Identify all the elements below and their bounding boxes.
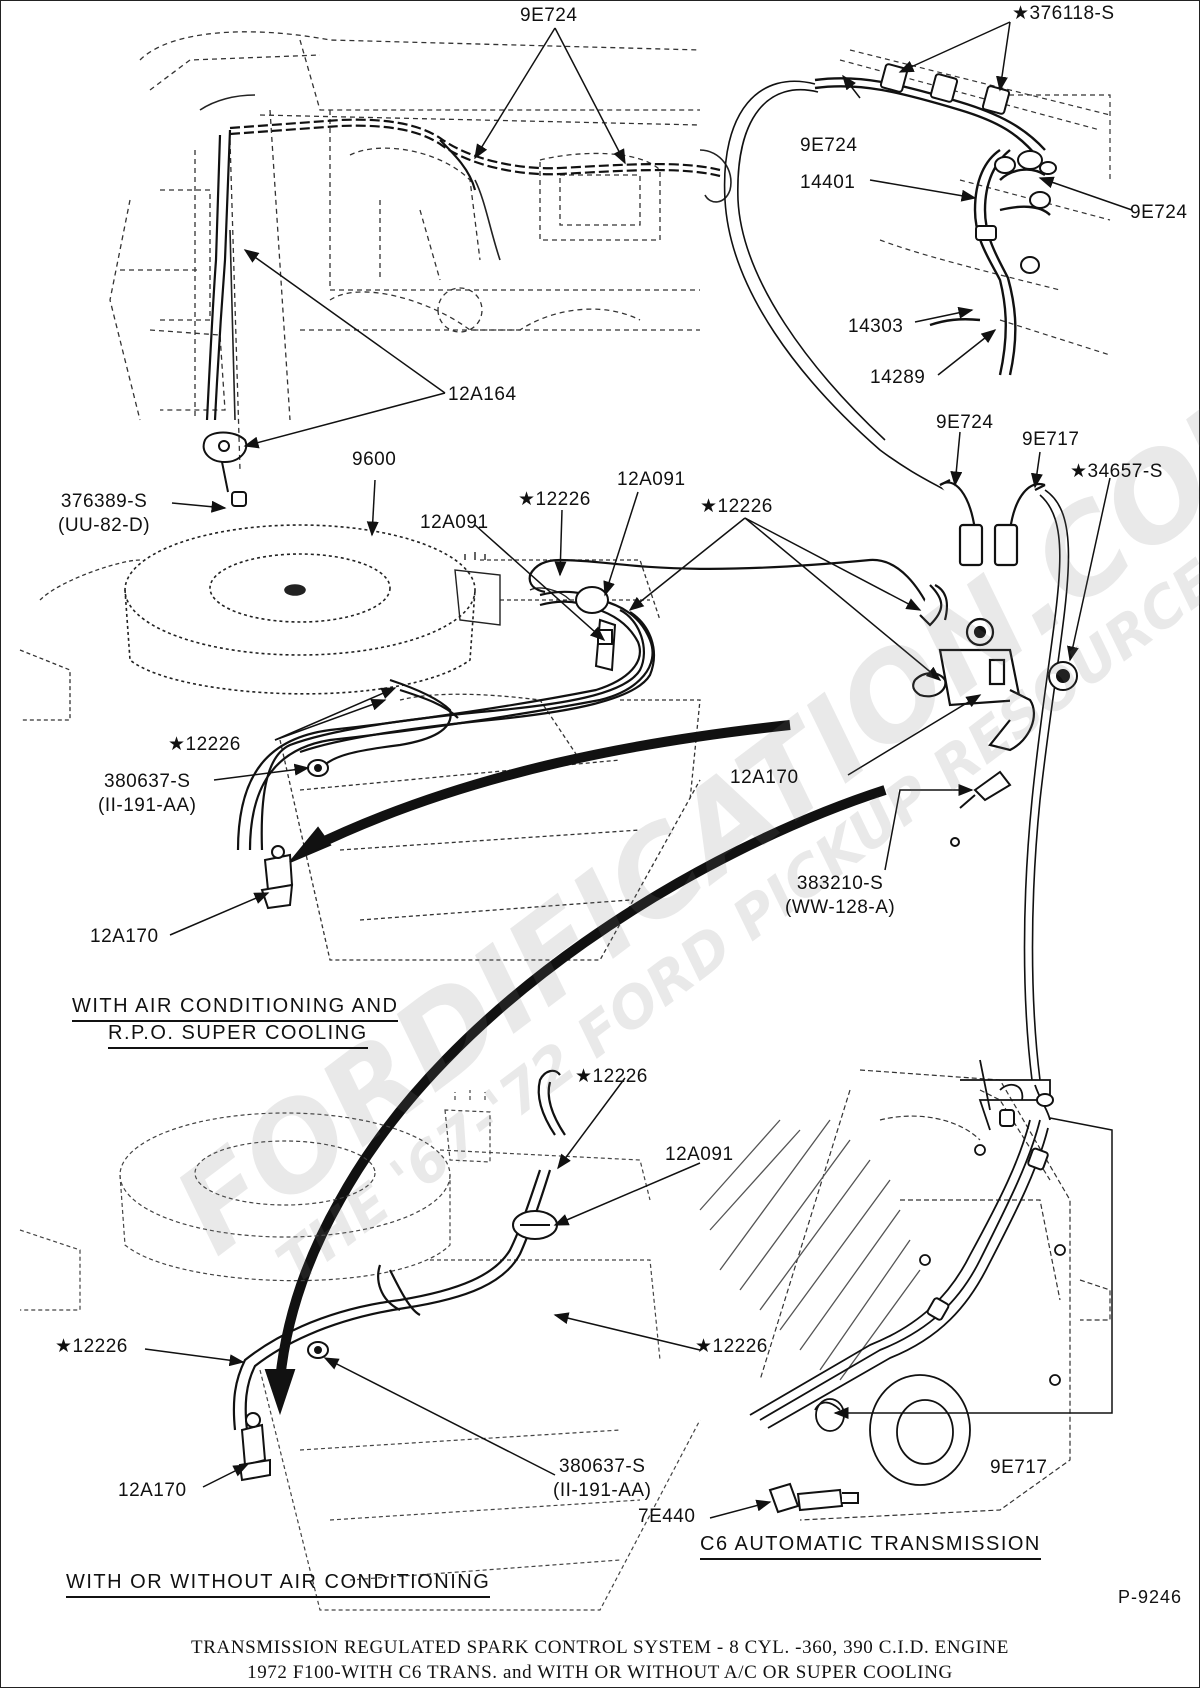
transmission-fittings	[926, 1093, 1054, 1321]
fitting-380637-lower	[307, 1341, 329, 1359]
label-12226-d: ★12226	[575, 1066, 648, 1087]
lower-spark-switch-12a170	[238, 1412, 271, 1482]
label-7e440: 7E440	[638, 1506, 696, 1527]
cowl-firewall-sketch	[109, 31, 701, 471]
caption-line1: TRANSMISSION REGULATED SPARK CONTROL SYS…	[191, 1637, 1009, 1658]
clip-34657-s	[1048, 661, 1078, 691]
section-title-no-ac: WITH OR WITHOUT AIR CONDITIONING	[66, 1571, 491, 1598]
label-12a170-b: 12A170	[90, 926, 159, 947]
caption-line2: 1972 F100-WITH C6 TRANS. and WITH OR WIT…	[247, 1662, 953, 1683]
harness-sketch	[839, 49, 1111, 356]
wire-9e717	[1023, 489, 1070, 1081]
label-12226-e: ★12226	[55, 1336, 128, 1357]
label-9e724-top: 9E724	[520, 5, 578, 26]
section-title-c6-transmission: C6 AUTOMATIC TRANSMISSION	[700, 1533, 1041, 1560]
upper-valve-12a091	[575, 586, 617, 672]
label-12a170-c: 12A170	[118, 1480, 187, 1501]
label-9e724-right-1: 9E724	[800, 135, 858, 156]
fitting-383210-s	[950, 770, 1012, 847]
connectors-9e724-9e717	[939, 479, 1046, 567]
label-383210-s: 383210-S (WW-128-A)	[785, 873, 896, 918]
label-9600: 9600	[352, 449, 397, 470]
label-12a091-a: 12A091	[617, 469, 686, 490]
label-12a164: 12A164	[448, 384, 517, 405]
label-9e717-mid: 9E717	[1022, 429, 1080, 450]
label-380637-s-a: 380637-S (II-191-AA)	[98, 771, 197, 816]
section-title-ac-line1: WITH AIR CONDITIONING AND	[72, 995, 399, 1022]
label-9e717-low: 9E717	[990, 1457, 1048, 1478]
air-cleaner-9600	[124, 524, 476, 695]
lower-engine-sketch	[19, 1090, 701, 1611]
label-12226-b: ★12226	[700, 496, 773, 517]
lower-valve-12a091	[512, 1210, 558, 1240]
transmission-sketch	[759, 1069, 1111, 1521]
label-380637-s-b: 380637-S (II-191-AA)	[553, 1456, 652, 1501]
bracket-lines	[1015, 1117, 1113, 1414]
label-12a170-a: 12A170	[730, 767, 799, 788]
label-12a091-c: 12A091	[665, 1144, 734, 1165]
label-14303: 14303	[848, 316, 904, 337]
vacuum-line-12a164	[205, 118, 721, 421]
section-title-ac-line2: R.P.O. SUPER COOLING	[108, 1022, 368, 1049]
label-9e724-mid: 9E724	[936, 412, 994, 433]
label-34657-s: ★34657-S	[1070, 461, 1163, 482]
label-376389-s: 376389-S (UU-82-D)	[58, 491, 151, 536]
label-9e724-right-2: 9E724	[1130, 202, 1188, 223]
figure-number: P-9246	[1118, 1587, 1183, 1607]
bracket-376389-s	[202, 431, 248, 507]
large-arrow-lower	[264, 785, 887, 1416]
distributor-upper	[454, 552, 571, 626]
label-14289: 14289	[870, 367, 926, 388]
label-12a091-b: 12A091	[420, 512, 489, 533]
cowl-solid-details	[199, 94, 732, 421]
sensor-7e440	[768, 1482, 859, 1514]
label-12226-f: ★12226	[695, 1336, 768, 1357]
leader-lines	[144, 21, 1133, 1519]
label-14401: 14401	[800, 172, 856, 193]
transmission-hatching	[699, 1119, 921, 1381]
label-12226-c: ★12226	[168, 734, 241, 755]
wire-9e724-long	[723, 80, 961, 501]
transmission-solid-details	[749, 1059, 1066, 1486]
fitting-380637-upper	[307, 759, 329, 777]
label-12226-a: ★12226	[518, 489, 591, 510]
upper-spark-switch-12a170	[260, 845, 294, 910]
label-376118-s: ★376118-S	[1012, 3, 1115, 24]
large-arrow-upper	[289, 720, 791, 863]
spark-control-switch	[912, 584, 1035, 752]
